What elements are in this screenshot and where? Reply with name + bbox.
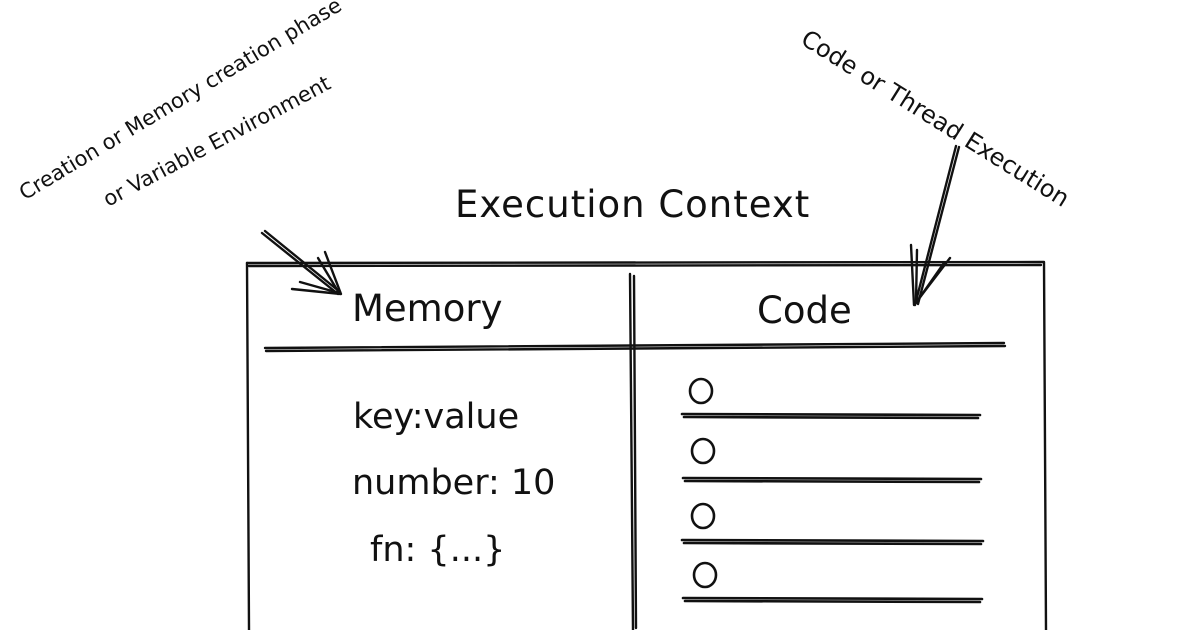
left-arrow-icon bbox=[260, 229, 343, 296]
memory-entry: key:value bbox=[353, 397, 520, 437]
context-box bbox=[245, 260, 1048, 630]
memory-entry: number: 10 bbox=[352, 463, 556, 503]
bullet-circle-icon bbox=[692, 561, 718, 589]
diagram-title: Execution Context bbox=[455, 183, 811, 226]
right-arrow-icon bbox=[909, 144, 961, 307]
code-header: Code bbox=[757, 289, 852, 332]
memory-entry: fn: {...} bbox=[370, 530, 506, 570]
bullet-circle-icon bbox=[690, 502, 716, 530]
bullet-circle-icon bbox=[690, 437, 716, 465]
bullet-circle-icon bbox=[688, 377, 714, 405]
memory-header: Memory bbox=[352, 287, 503, 330]
header-divider bbox=[263, 341, 1007, 353]
column-divider bbox=[628, 272, 638, 630]
code-line bbox=[680, 502, 985, 546]
code-line bbox=[680, 377, 982, 420]
code-line bbox=[681, 437, 983, 484]
code-line bbox=[681, 561, 984, 604]
